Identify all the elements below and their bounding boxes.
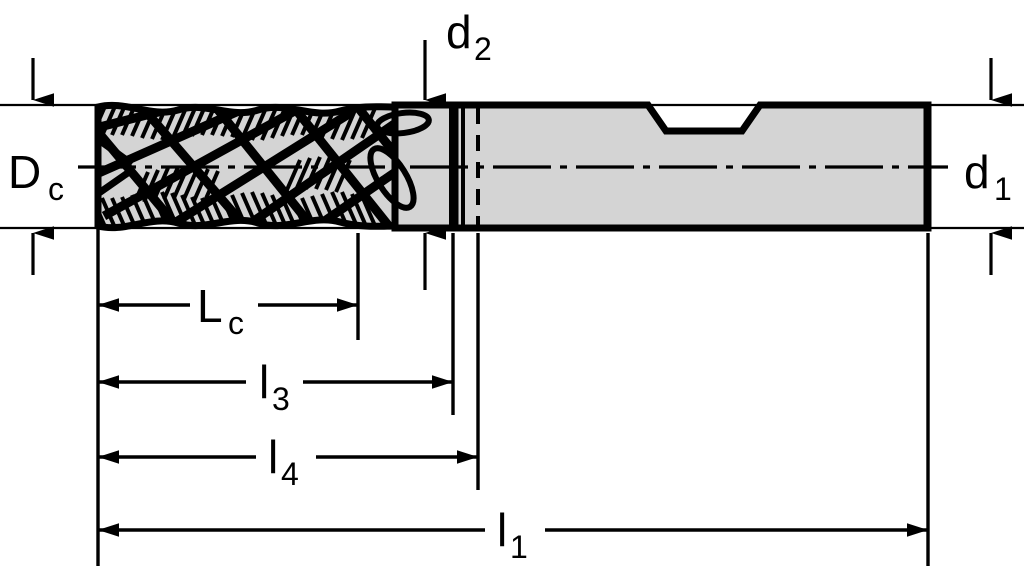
l4-subscript: 4 bbox=[281, 456, 299, 492]
gash-ellipse-lower bbox=[367, 145, 417, 211]
gash-ellipse-upper bbox=[374, 109, 432, 137]
flute-body bbox=[94, 101, 432, 232]
end-cutting-edges bbox=[96, 137, 135, 196]
extension-lines bbox=[96, 105, 930, 566]
flute-end-gash bbox=[367, 109, 432, 211]
l1-subscript: 1 bbox=[510, 529, 528, 565]
dim-l1: l 1 bbox=[98, 504, 928, 565]
dim-l4: l 4 bbox=[98, 431, 478, 492]
dim-d2: d 2 bbox=[423, 6, 492, 290]
dim-dc: D c bbox=[8, 58, 64, 275]
lc-subscript: c bbox=[228, 305, 244, 341]
dim-d1: d 1 bbox=[964, 58, 1012, 275]
d2-subscript: 2 bbox=[474, 31, 492, 67]
dc-label: D bbox=[8, 146, 41, 198]
l1-label: l bbox=[497, 504, 507, 556]
dim-l3: l 3 bbox=[98, 356, 453, 417]
d1-subscript: 1 bbox=[994, 171, 1012, 207]
d2-label: d bbox=[446, 6, 472, 58]
dc-subscript: c bbox=[48, 171, 64, 207]
dim-lc: L c bbox=[98, 280, 358, 341]
l4-label: l bbox=[268, 431, 278, 483]
l3-label: l bbox=[259, 356, 269, 408]
roughing-serrations-mid bbox=[132, 156, 352, 205]
d1-label: d bbox=[964, 146, 990, 198]
l3-subscript: 3 bbox=[272, 381, 290, 417]
lc-label: L bbox=[197, 280, 223, 332]
